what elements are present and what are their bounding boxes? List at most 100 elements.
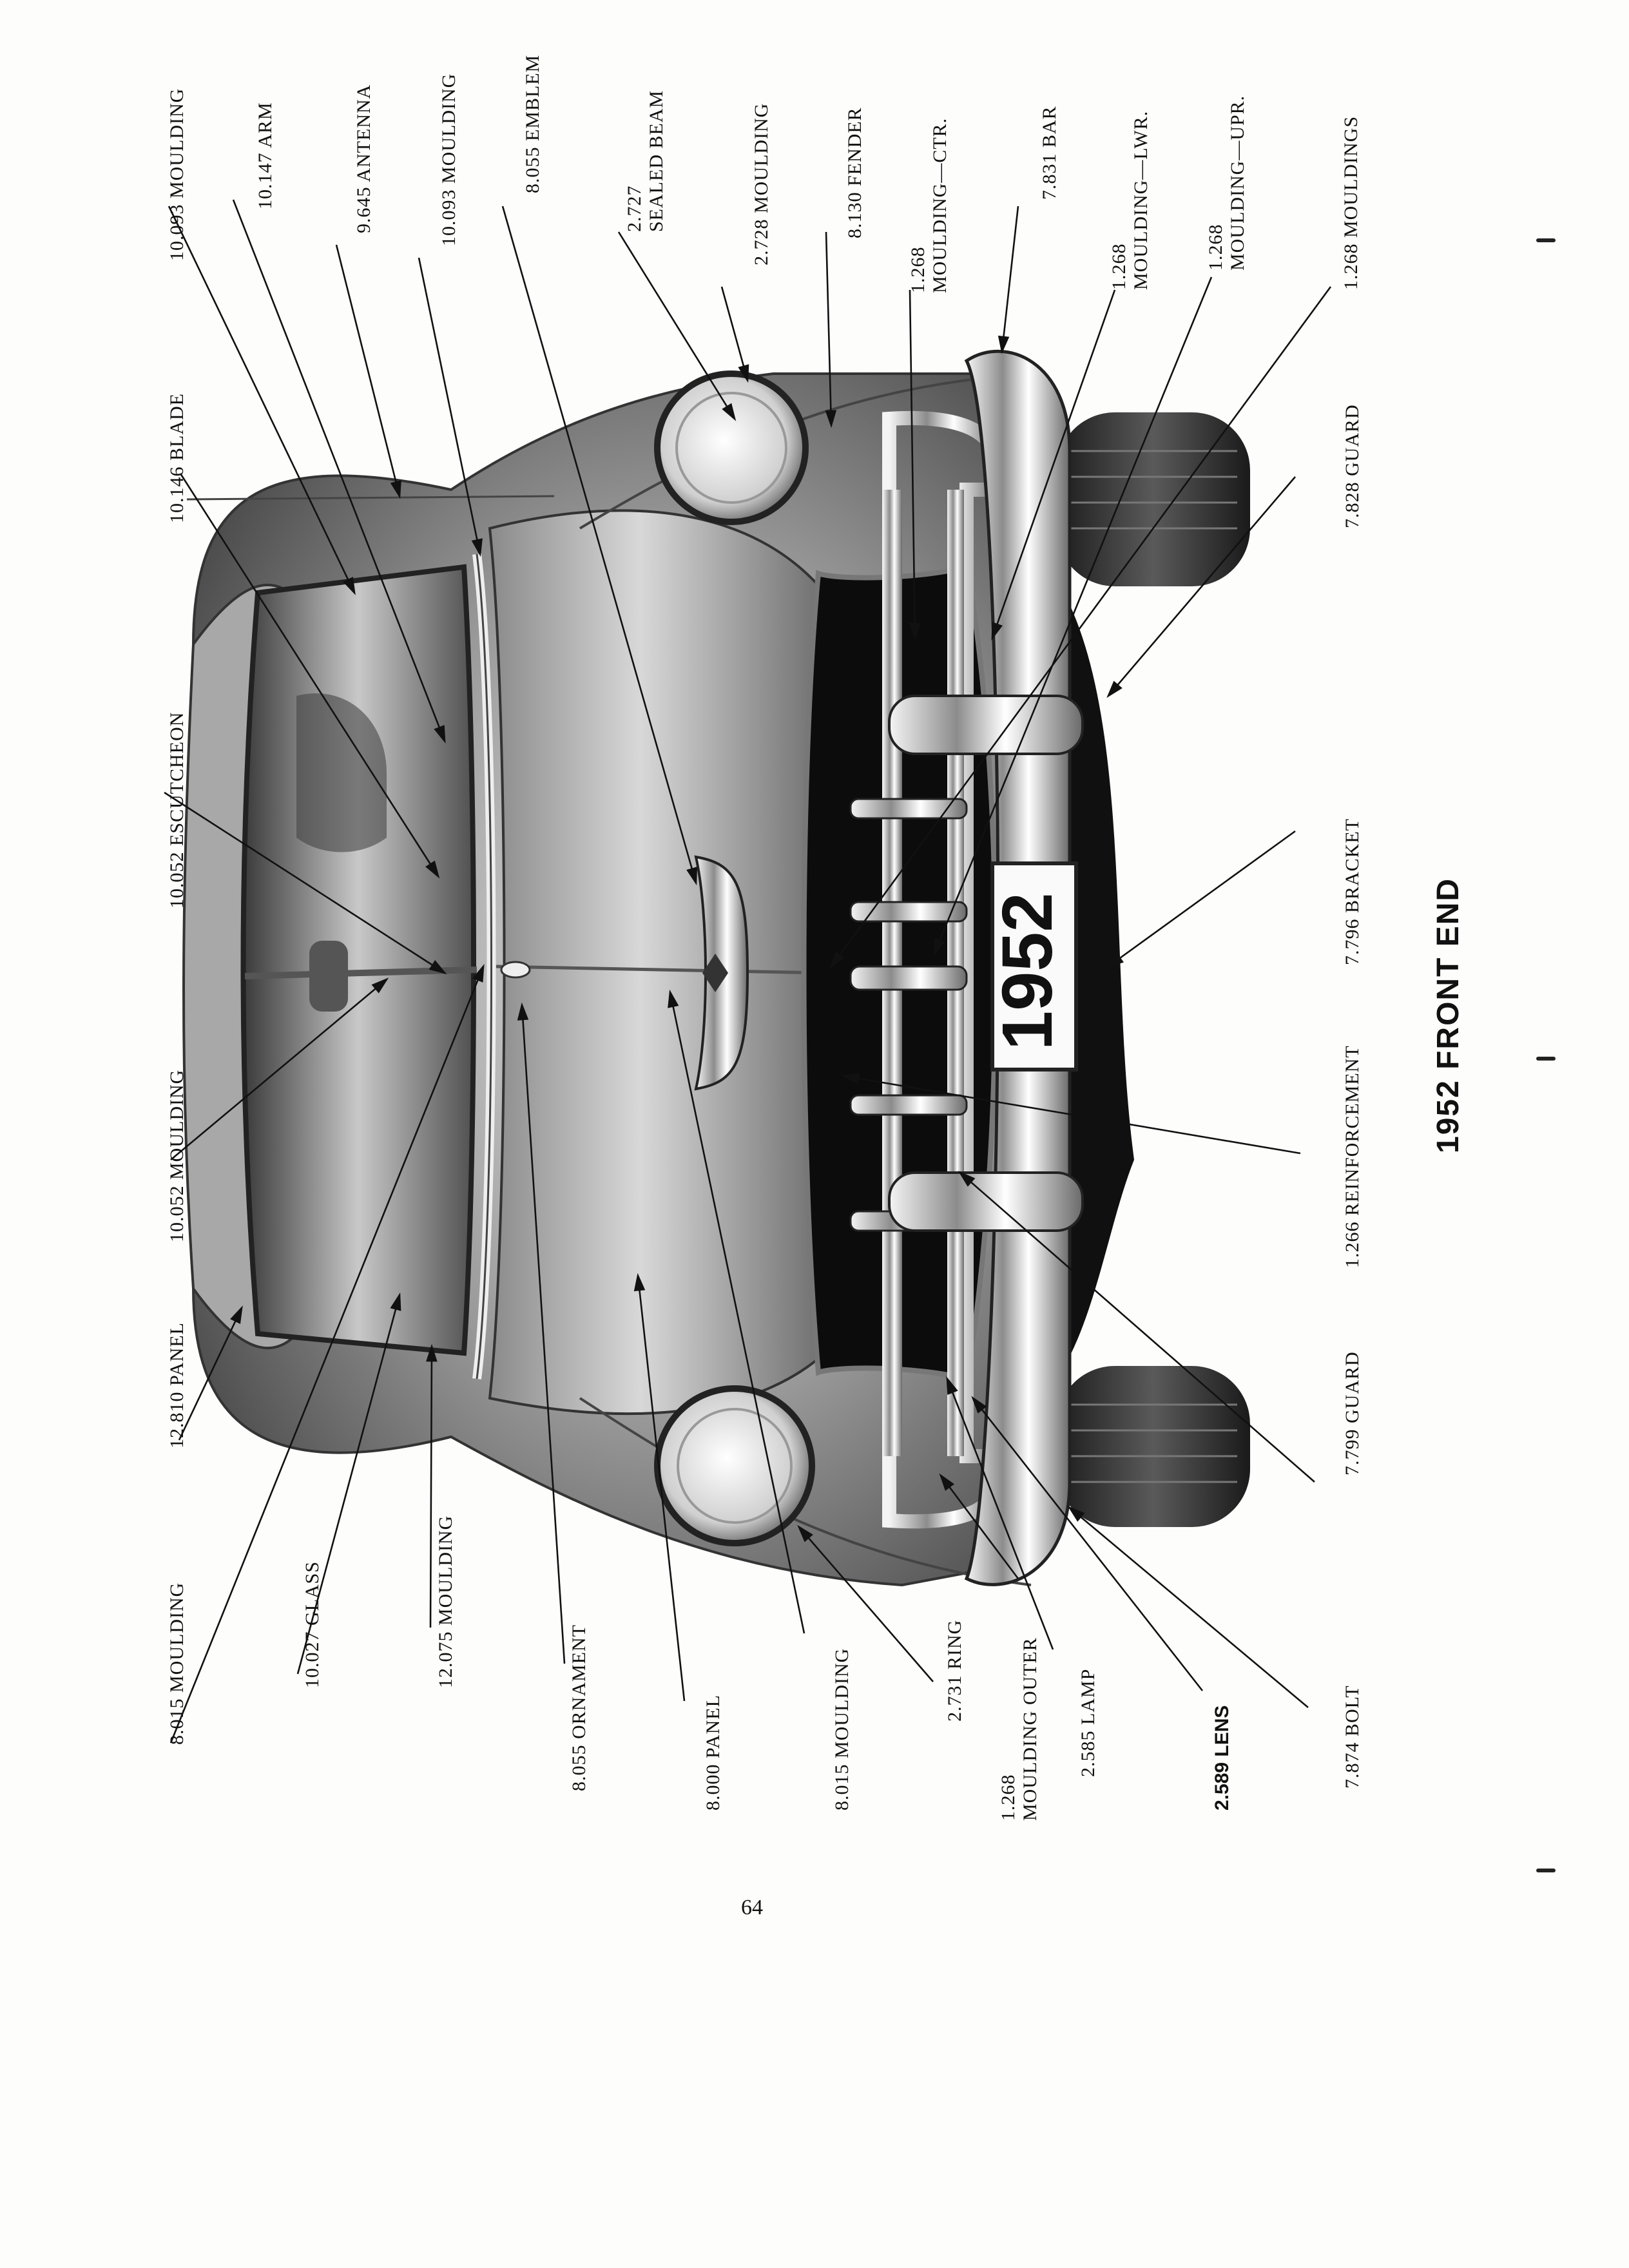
- callout-label-text: MOULDING—UPR.: [1227, 95, 1248, 271]
- margin-mark: [1536, 1869, 1556, 1872]
- leader-line: [669, 992, 805, 1634]
- hood-ornament: [500, 961, 531, 979]
- leader-line: [830, 286, 1332, 967]
- leader-arrowhead: [668, 989, 679, 1008]
- leader-arrowhead: [933, 937, 945, 956]
- callout-label-text: 10.146 BLADE: [166, 393, 188, 523]
- grille: [849, 410, 1004, 1529]
- leader-arrowhead: [426, 1343, 438, 1362]
- leader-arrowhead: [429, 960, 447, 975]
- leader-line: [959, 1172, 1315, 1483]
- callout-label-text: 1.268: [907, 246, 929, 294]
- callout-label-text: 10.093 MOULDING: [166, 88, 188, 261]
- leader-arrowhead: [722, 403, 737, 421]
- callout-label-text: 8.055 ORNAMENT: [568, 1624, 590, 1791]
- leader-arrowhead: [738, 364, 749, 383]
- leader-arrowhead: [686, 867, 698, 886]
- leader-line: [637, 1275, 686, 1702]
- leader-line: [825, 231, 833, 426]
- leader-arrowhead: [633, 1273, 646, 1292]
- leader-arrowhead: [946, 1376, 958, 1395]
- license-plate-number: 1952: [988, 892, 1067, 1050]
- leader-arrowhead: [998, 335, 1010, 354]
- callout-label-text: 12.075 MOULDING: [435, 1515, 456, 1688]
- leader-line: [1001, 206, 1019, 352]
- callout-label-text: 8.130 FENDER: [844, 107, 865, 238]
- leader-line: [1069, 1507, 1309, 1708]
- leader-line: [991, 289, 1116, 639]
- hood-centerline: [496, 965, 825, 975]
- leader-line: [296, 1294, 401, 1675]
- callout-label-text: 8.015 MOULDING: [831, 1648, 853, 1811]
- leader-line: [843, 1075, 1301, 1155]
- callout-label-text: 7.796 BRACKET: [1342, 818, 1363, 965]
- callout-leaders: [164, 199, 1332, 1744]
- leader-line: [617, 231, 736, 419]
- leader-arrowhead: [471, 538, 483, 557]
- leader-line: [521, 1004, 566, 1664]
- callout-label-text: 2.731 RING: [944, 1619, 965, 1722]
- hood-emblem: [694, 855, 749, 1091]
- callout-label-text: 8.000 PANEL: [702, 1695, 724, 1811]
- leader-line: [933, 276, 1213, 954]
- callout-label-text: 10.027 GLASS: [302, 1561, 323, 1688]
- leader-arrowhead: [230, 1305, 243, 1324]
- callout-label-text: 10.052 ESCUTCHEON: [166, 711, 188, 908]
- leader-arrowhead: [841, 1073, 860, 1084]
- leader-arrowhead: [991, 622, 1003, 641]
- callout-label-text: 1.268: [1205, 224, 1226, 271]
- margin-mark: [1536, 1057, 1556, 1061]
- leader-line: [168, 206, 356, 593]
- leader-line: [179, 473, 439, 877]
- leader-line: [429, 1346, 433, 1628]
- leader-line: [164, 791, 445, 974]
- leader-arrowhead: [1106, 680, 1123, 698]
- windshield: [240, 564, 477, 1356]
- callout-label-text: 1.268 MOULDINGS: [1340, 116, 1362, 290]
- callout-label-text: 1.268: [998, 1774, 1019, 1821]
- callout-label-text: 2.585 LAMP: [1077, 1668, 1099, 1777]
- callout-label-text: 12.810 PANEL: [166, 1322, 188, 1448]
- callout-label-text: 2.589 LENS: [1211, 1705, 1233, 1811]
- leader-arrowhead: [390, 1292, 401, 1311]
- leader-line: [178, 1307, 243, 1441]
- leader-arrowhead: [1106, 953, 1124, 968]
- leader-line: [418, 257, 481, 555]
- callout-label-text: 8.055 EMBLEM: [522, 54, 543, 193]
- callout-label-text: 9.645 ANTENNA: [353, 84, 374, 233]
- leader-arrowhead: [829, 951, 845, 969]
- callout-label-text: MOULDING—LWR.: [1130, 110, 1152, 290]
- leader-arrowhead: [797, 1524, 813, 1542]
- antenna: [186, 495, 555, 501]
- callout-label-text: 7.874 BOLT: [1342, 1685, 1363, 1789]
- leader-arrowhead: [434, 725, 446, 744]
- leader-arrowhead: [425, 860, 440, 879]
- leader-line: [501, 206, 697, 883]
- leader-arrowhead: [939, 1473, 955, 1491]
- callout-label-text: 1.266 REINFORCEMENT: [1342, 1045, 1363, 1268]
- leader-arrowhead: [1067, 1506, 1085, 1522]
- leader-line: [169, 966, 485, 1744]
- leader-line: [946, 1378, 1054, 1650]
- callout-label-text: 1.268: [1108, 243, 1130, 291]
- headlamp-upper: [654, 370, 809, 525]
- leader-arrowhead: [958, 1171, 976, 1187]
- callout-label-text: MOULDING OUTER: [1019, 1637, 1041, 1821]
- callout-label-text: 2.728 MOULDING: [751, 102, 772, 265]
- margin-mark: [1536, 238, 1556, 242]
- leader-line: [972, 1398, 1204, 1691]
- leader-arrowhead: [517, 1002, 529, 1021]
- leader-arrowhead: [971, 1396, 987, 1414]
- leader-arrowhead: [371, 977, 389, 994]
- leader-line: [909, 289, 916, 639]
- leader-line: [1108, 476, 1296, 697]
- leader-arrowhead: [909, 622, 921, 641]
- headlamp-lower: [654, 1385, 815, 1546]
- callout-label-text: 10.147 ARM: [255, 102, 276, 209]
- leader-line: [940, 1475, 1019, 1579]
- callout-label-text: 7.799 GUARD: [1342, 1351, 1363, 1475]
- page-number: 64: [741, 1896, 763, 1919]
- leader-line: [335, 244, 401, 497]
